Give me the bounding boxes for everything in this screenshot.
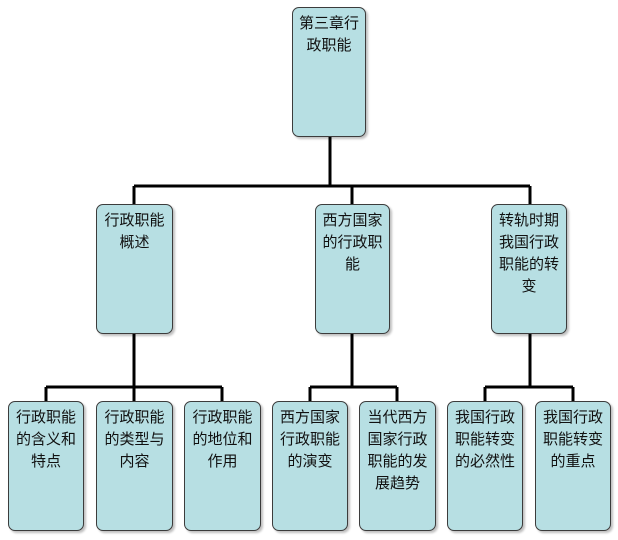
branch-node-label: 西方国家的行政职能 [322, 211, 383, 273]
leaf-node-meaning[interactable]: 行政职能的含义和特点 [8, 401, 84, 531]
branch-node-western[interactable]: 西方国家的行政职能 [315, 204, 390, 334]
leaf-node-evolution[interactable]: 西方国家行政职能的演变 [272, 401, 348, 531]
leaf-node-label: 行政职能的含义和特点 [15, 408, 76, 470]
branch-node-overview[interactable]: 行政职能概述 [96, 204, 173, 334]
leaf-node-focus[interactable]: 我国行政职能转变的重点 [535, 401, 611, 531]
branch-node-transition[interactable]: 转轨时期我国行政职能的转变 [491, 204, 567, 334]
branch-node-label: 行政职能概述 [104, 211, 165, 251]
leaf-node-label: 西方国家行政职能的演变 [279, 408, 340, 470]
branch-node-label: 转轨时期我国行政职能的转变 [498, 211, 559, 295]
leaf-node-status[interactable]: 行政职能的地位和作用 [184, 401, 261, 531]
leaf-node-label: 行政职能的地位和作用 [192, 408, 253, 470]
root-node-label: 第三章行政职能 [298, 14, 359, 54]
leaf-node-necessity[interactable]: 我国行政职能转变的必然性 [447, 401, 523, 531]
leaf-node-label: 我国行政职能转变的重点 [542, 408, 603, 470]
leaf-node-types[interactable]: 行政职能的类型与内容 [96, 401, 173, 531]
root-node[interactable]: 第三章行政职能 [292, 7, 366, 137]
leaf-node-label: 行政职能的类型与内容 [104, 408, 165, 470]
leaf-node-label: 当代西方国家行政职能的发展趋势 [367, 408, 428, 492]
leaf-node-trends[interactable]: 当代西方国家行政职能的发展趋势 [359, 401, 436, 531]
leaf-node-label: 我国行政职能转变的必然性 [454, 408, 515, 470]
